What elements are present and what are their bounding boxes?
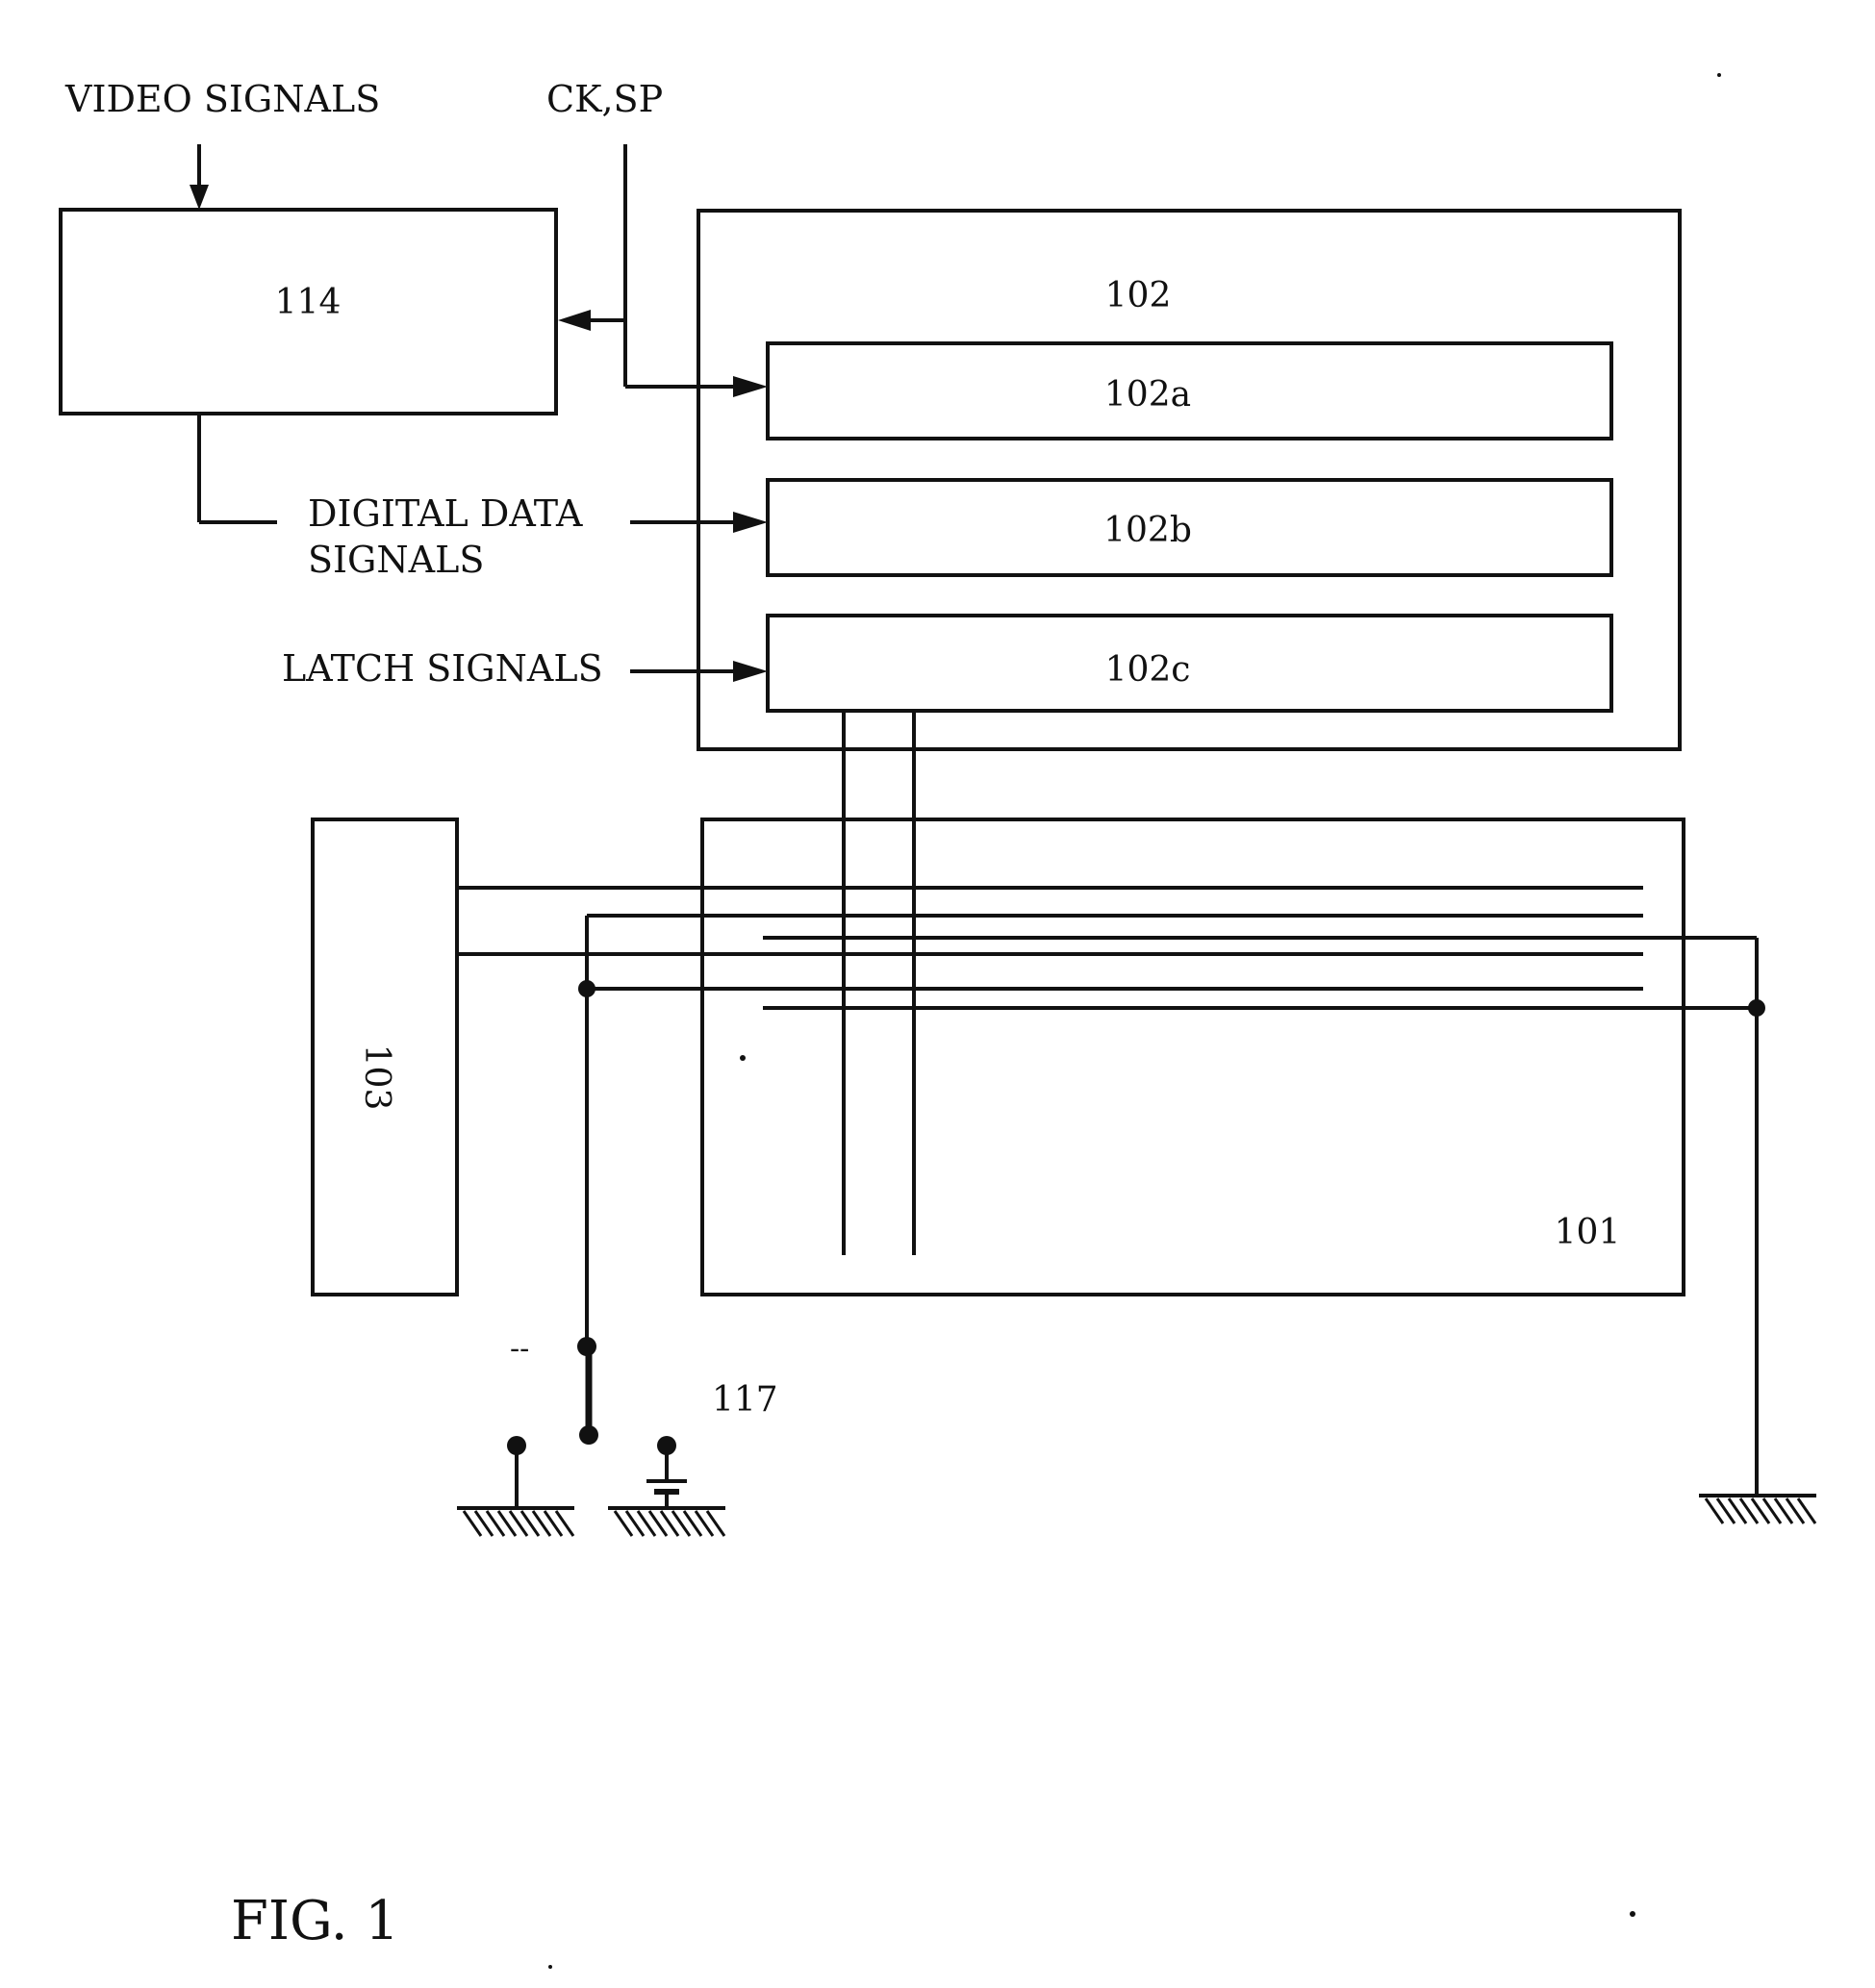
block-102c-label: 102c [1105,650,1191,690]
block-114: 114 [61,210,556,414]
block-102: 102 102a 102b 102c [698,211,1680,749]
video-signals-arrow [190,144,209,210]
block-114-label: 114 [275,283,342,322]
block-101: 101 [702,819,1684,1295]
ground-terminal-left [457,1436,574,1536]
ground-hatch-left [464,1511,573,1536]
ground-hatch-right [1706,1498,1815,1523]
dash-mark: -- [510,1332,529,1366]
video-signals-label: VIDEO SIGNALS [64,78,380,120]
scan-speck [1717,73,1721,77]
switch-117: -- 117 [510,1332,778,1445]
block-103: 103 [313,819,457,1295]
ck-sp-label: CK,SP [546,78,663,120]
ground-hatch-middle [615,1511,724,1536]
block-102b-label: 102b [1103,511,1192,550]
ref-117-label: 117 [712,1380,778,1420]
gate-lines [457,888,1643,954]
digital-data-label-line1: DIGITAL DATA [308,492,583,535]
stray-dot [740,1055,746,1061]
scan-speck [1630,1911,1635,1917]
capacitor-lines-left [578,916,1643,1346]
latch-signals-label: LATCH SIGNALS [282,647,603,690]
block-103-label: 103 [357,1044,396,1111]
block-102-label: 102 [1105,276,1172,315]
ground-terminal-right [1699,1496,1816,1523]
source-lines [844,713,914,1255]
digital-data-wire [199,415,277,522]
digital-data-label-line2: SIGNALS [308,539,484,581]
block-101-label: 101 [1555,1213,1621,1252]
block-102a-label: 102a [1104,375,1191,415]
scan-speck [548,1965,552,1969]
figure-caption: FIG. 1 [231,1890,399,1952]
ck-sp-wire [558,144,768,397]
battery-terminal [608,1436,725,1536]
